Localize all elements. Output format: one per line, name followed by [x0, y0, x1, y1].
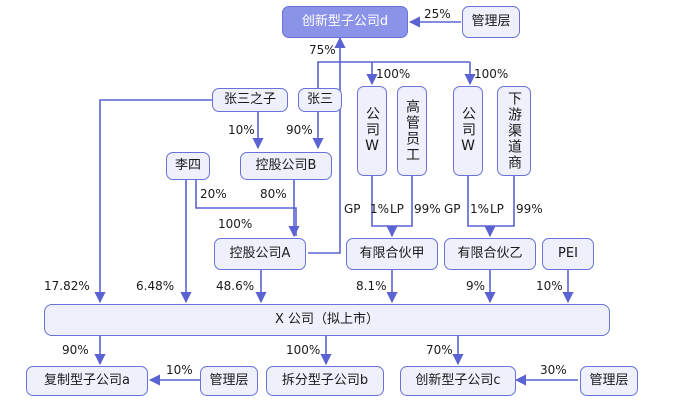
label-zhang-to-a: 100% — [218, 217, 253, 231]
label-zhang-to-w1: 100% — [376, 67, 411, 81]
label-pei-to-x: 10% — [536, 279, 563, 293]
label-jia-to-x: 8.1% — [356, 279, 387, 293]
node-holding-b[interactable]: 控股公司B — [240, 152, 332, 180]
label-li-to-a: 20% — [200, 187, 227, 201]
node-copy-a[interactable]: 复制型子公司a — [26, 366, 148, 396]
label-w2-gp-pct: 1% — [470, 202, 490, 216]
label-w2-gp: GP — [444, 202, 461, 216]
edge-down-to-yi — [490, 176, 515, 227]
label-down-lp-pct: 99% — [516, 202, 543, 216]
label-x-to-c-sub: 70% — [426, 343, 453, 357]
node-mgmt-top[interactable]: 管理层 — [462, 6, 520, 38]
node-company-w2[interactable]: 公司W — [453, 86, 483, 176]
node-zhang-son[interactable]: 张三之子 — [212, 88, 288, 112]
label-zhang-to-w2: 100% — [474, 67, 509, 81]
node-company-w1[interactable]: 公司W — [357, 86, 387, 176]
node-lp-jia[interactable]: 有限合伙甲 — [346, 238, 438, 270]
label-mgmt-to-d: 25% — [424, 7, 451, 21]
label-exec-lp: LP — [390, 202, 404, 216]
node-mgmt-c[interactable]: 管理层 — [580, 366, 638, 396]
label-son-to-x: 17.82% — [44, 279, 90, 293]
node-mgmt-a[interactable]: 管理层 — [200, 366, 258, 396]
edge-li-to-a — [195, 180, 297, 236]
label-b-to-a: 80% — [260, 187, 287, 201]
edge-x-to-d — [308, 36, 346, 254]
label-exec-lp-pct: 99% — [414, 202, 441, 216]
label-mgmt-to-c-sub: 30% — [540, 363, 567, 377]
node-innov-c[interactable]: 创新型子公司c — [400, 366, 516, 396]
node-downstream[interactable]: 下游渠道商 — [497, 86, 531, 176]
edge-zhang-to-w — [317, 61, 470, 88]
label-w1-gp: GP — [344, 202, 361, 216]
node-lp-yi[interactable]: 有限合伙乙 — [444, 238, 536, 270]
node-executives[interactable]: 高管员工 — [397, 86, 427, 176]
label-zhang-to-b: 90% — [286, 123, 313, 137]
edge-w2-to-yi — [467, 176, 490, 227]
label-a-to-x: 48.6% — [216, 279, 255, 293]
node-pei[interactable]: PEI — [542, 238, 594, 270]
label-mgmt-to-a-sub: 10% — [166, 363, 193, 377]
node-x-company[interactable]: X 公司（拟上市） — [44, 304, 610, 336]
label-yi-to-x: 9% — [466, 279, 486, 293]
label-x-to-b-sub: 100% — [286, 343, 321, 357]
label-w1-gp-pct: 1% — [370, 202, 390, 216]
edge-son-to-x — [94, 99, 212, 304]
label-son-to-b: 10% — [228, 123, 255, 137]
node-li-si[interactable]: 李四 — [166, 152, 210, 180]
node-holding-a[interactable]: 控股公司A — [214, 238, 306, 270]
label-down-lp: LP — [490, 202, 504, 216]
edge-exec-to-jia — [392, 176, 413, 227]
node-split-b[interactable]: 拆分型子公司b — [266, 366, 384, 396]
label-li-to-x: 6.48% — [136, 279, 175, 293]
node-zhang[interactable]: 张三 — [298, 88, 342, 112]
label-x-to-a-sub: 90% — [62, 343, 89, 357]
label-x-to-d: 75% — [309, 43, 336, 57]
node-innov-d[interactable]: 创新型子公司d — [282, 6, 408, 38]
